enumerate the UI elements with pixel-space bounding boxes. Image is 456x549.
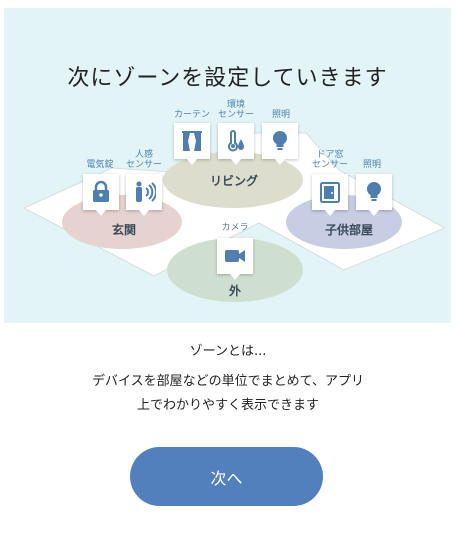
motion-sensor-pin — [126, 174, 162, 210]
camera-pin — [217, 238, 253, 274]
env-sensor-pin — [218, 123, 254, 159]
device-label-motion-sensor: 人感 センサー — [125, 150, 163, 170]
description-line-1: デバイスを部屋などの単位でまとめて、アプリ — [92, 374, 364, 389]
zone-description: デバイスを部屋などの単位でまとめて、アプリ 上でわかりやすく表示できます — [0, 370, 456, 418]
door-sensor-pin — [312, 174, 348, 210]
device-label-curtain: カーテン — [173, 110, 211, 120]
thermometer-icon — [228, 130, 244, 152]
bulb-icon — [367, 182, 381, 201]
hero-illustration: 次にゾーンを設定していきます リビング 玄関 子供部屋 外 カーテン 環境 セン… — [4, 8, 451, 323]
device-label-light-kids: 照明 — [362, 160, 382, 170]
camera-icon — [225, 250, 245, 262]
bulb-icon — [273, 131, 287, 150]
door-window-icon — [320, 182, 340, 203]
device-label-light-living: 照明 — [271, 110, 291, 120]
zone-label-outside: 外 — [228, 284, 242, 298]
motion-sensor-icon — [136, 181, 156, 202]
page-title: 次にゾーンを設定していきます — [67, 66, 388, 91]
lock-icon — [93, 180, 109, 202]
floor-plan-graphic — [22, 132, 447, 302]
device-label-camera: カメラ — [221, 223, 249, 233]
curtain-pin — [174, 123, 210, 159]
zone-subtitle: ゾーンとは... — [189, 344, 267, 359]
device-label-lock: 電気錠 — [86, 160, 114, 170]
curtain-icon — [182, 131, 202, 151]
light-living-pin — [262, 123, 298, 159]
zone-label-entrance: 玄関 — [111, 223, 137, 237]
lock-pin — [83, 174, 119, 210]
zone-label-kids-room: 子供部屋 — [324, 223, 374, 237]
zone-living-area — [163, 152, 303, 208]
zone-label-living: リビング — [209, 174, 259, 188]
next-button[interactable]: 次へ — [130, 447, 323, 506]
light-kids-pin — [356, 174, 392, 210]
description-line-2: 上でわかりやすく表示できます — [136, 398, 319, 413]
device-label-env-sensor: 環境 センサー — [217, 100, 255, 120]
device-label-door-sensor: ドア窓 センサー — [311, 150, 349, 170]
